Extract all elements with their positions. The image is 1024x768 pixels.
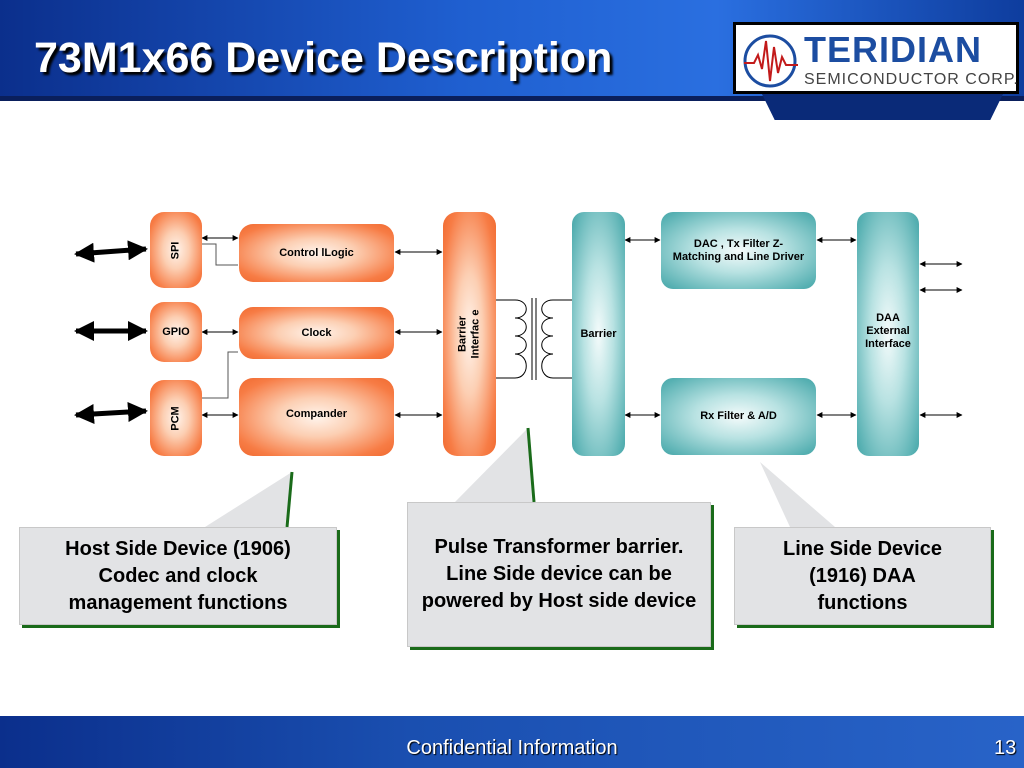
- slide-title: 73M1x66 Device Description: [34, 34, 613, 82]
- pulse-transformer-callout: Pulse Transformer barrier. Line Side dev…: [407, 502, 711, 647]
- control-logic-block: Control lLogic: [239, 224, 394, 282]
- pulse-callout-pointer: [455, 428, 532, 502]
- barrier-block: Barrier: [572, 212, 625, 456]
- pcm-block: PCM: [150, 380, 202, 456]
- host-callout-pointer: [205, 472, 292, 527]
- host-side-callout-text: Host Side Device (1906) Codec and clock …: [65, 537, 291, 614]
- rx-filter-block: Rx Filter & A/D: [661, 378, 816, 455]
- spi-block: SPI: [150, 212, 202, 288]
- line-side-callout: Line Side Device (1916) DAA functions: [734, 527, 991, 625]
- host-side-callout: Host Side Device (1906) Codec and clock …: [19, 527, 337, 625]
- line-side-callout-text: Line Side Device (1916) DAA functions: [783, 537, 942, 614]
- gpio-label: GPIO: [162, 325, 190, 338]
- pulse-transformer-icon: [496, 298, 572, 380]
- barrier-interface-block: Barrier Interfac e: [443, 212, 496, 456]
- clock-block: Clock: [239, 307, 394, 359]
- line-callout-pointer: [760, 462, 835, 527]
- logo-tab: [760, 90, 1005, 120]
- compander-label: Compander: [285, 408, 348, 420]
- spi-control-link: [202, 243, 238, 266]
- company-logo: TERIDIAN SEMICONDUCTOR CORP.: [733, 22, 1019, 94]
- spi-label: SPI: [169, 241, 182, 259]
- gpio-block: GPIO: [150, 302, 202, 362]
- footer-text: Confidential Information: [406, 737, 618, 759]
- header-rule: [0, 96, 1024, 101]
- control-logic-label: Control lLogic: [279, 246, 354, 259]
- compander-block: Compander: [239, 378, 394, 456]
- dac-tx-filter-label: DAC , Tx Filter Z- Matching and Line Dri…: [672, 237, 805, 263]
- host-callout-pointer-edge: [285, 471, 294, 528]
- pulse-transformer-callout-text: Pulse Transformer barrier. Line Side dev…: [421, 536, 697, 612]
- pulse-callout-pointer-edge: [526, 427, 536, 503]
- page-number: 13: [994, 737, 1017, 759]
- pcm-clock-link: [202, 351, 238, 399]
- barrier-label: Barrier: [580, 327, 617, 340]
- pcm-external-arrow: [74, 402, 148, 424]
- waveform-logo-icon: [743, 34, 798, 88]
- daa-external-interface-block: DAA External Interface: [857, 212, 919, 456]
- barrier-interface-label: Barrier Interfac e: [456, 309, 482, 359]
- rx-filter-label: Rx Filter & A/D: [700, 410, 777, 422]
- daa-external-interface-label: DAA External Interface: [865, 312, 911, 350]
- clock-label: Clock: [301, 326, 332, 339]
- pcm-label: PCM: [169, 405, 182, 431]
- dac-tx-filter-block: DAC , Tx Filter Z- Matching and Line Dri…: [661, 212, 816, 289]
- footer-bar: [0, 716, 1024, 768]
- spi-external-arrow: [74, 240, 148, 263]
- logo-subtitle: SEMICONDUCTOR CORP.: [804, 71, 1019, 88]
- logo-wordmark: TERIDIAN: [804, 29, 982, 70]
